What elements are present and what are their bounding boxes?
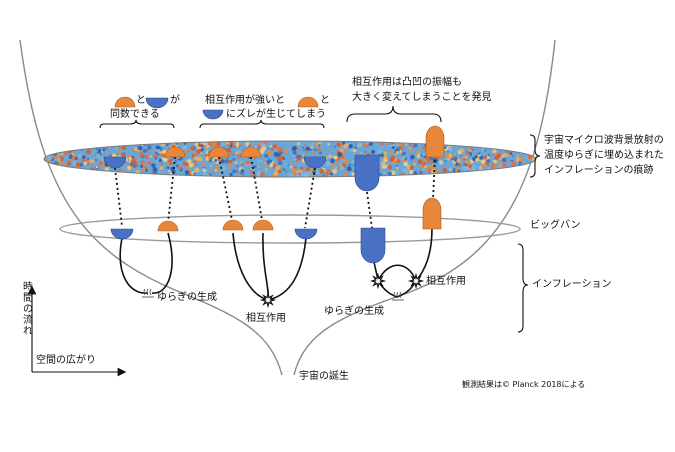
universe-outline-left <box>19 39 283 376</box>
strong-brace <box>199 119 325 129</box>
fluctuation-icon-right <box>392 291 404 301</box>
orange-bump-cmb-3 <box>240 146 262 158</box>
orange-bump-bb-3 <box>252 219 274 231</box>
legend-blue-dip-1 <box>145 97 169 109</box>
blue-dip-bb-2 <box>294 228 318 240</box>
birth-label: 宇宙の誕生 <box>299 371 349 382</box>
blue-dip-cmb-2 <box>303 156 327 169</box>
orange-bump-bb-1 <box>157 220 179 232</box>
pair-equal-end-label: が <box>170 95 180 106</box>
space-axis-label: 空間の広がり <box>36 355 96 366</box>
credit-label: 観測結果は© Planck 2018による <box>462 380 586 389</box>
blue-dip-bb-1 <box>110 228 134 240</box>
fluctuation-icon-left <box>142 288 154 298</box>
interaction-star-right-a <box>369 272 387 290</box>
orange-bump-bb-2 <box>222 219 244 231</box>
interaction-label-mid: 相互作用 <box>246 313 286 324</box>
blue-dip-cmb-1 <box>103 156 127 169</box>
orange-bump-cmb-1 <box>164 146 186 158</box>
pair-equal-line2: 同数できる <box>110 109 160 120</box>
blue-dip-cmb-big <box>354 154 380 192</box>
interaction-label-right: 相互作用 <box>426 276 466 287</box>
big-bang-ellipse <box>59 214 521 244</box>
fluctuation-label-right: ゆらぎの生成 <box>324 306 384 317</box>
pair-equal-mid-label: と <box>136 95 146 106</box>
legend-orange-bump-1 <box>114 96 136 108</box>
interaction-star-right-b <box>407 272 425 290</box>
inflation-label: インフレーション <box>532 279 612 290</box>
orange-bump-cmb-big <box>425 125 445 158</box>
cmb-top-brace <box>346 105 442 123</box>
fluctuation-label-left: ゆらぎの生成 <box>157 292 217 303</box>
cmb-side-brace <box>529 134 541 178</box>
orange-bump-bb-big <box>422 197 442 230</box>
discovery-line1: 相互作用は凸凹の振幅も <box>352 77 462 88</box>
cmb-label-line2: 温度ゆらぎに埋め込まれた <box>544 150 664 161</box>
discovery-line2: 大きく変えてしまうことを発見 <box>352 92 492 103</box>
interaction-star-mid <box>259 291 277 309</box>
dotted-connectors <box>114 154 436 229</box>
cmb-label-line1: 宇宙マイクロ波背景放射の <box>544 135 664 146</box>
big-bang-label: ビッグバン <box>530 220 581 231</box>
strong-line2: にズレが生じてしまう <box>226 109 326 120</box>
cmb-label-line3: インフレーションの痕跡 <box>544 165 654 176</box>
universe-outline-right <box>293 39 556 376</box>
inflation-brace <box>517 243 529 333</box>
pair-equal-brace <box>99 119 175 129</box>
strong-line1-a: 相互作用が強いと <box>205 95 285 106</box>
legend-orange-bump-2 <box>297 96 319 108</box>
time-axis-label: 時間の流れ <box>23 282 33 337</box>
legend-blue-dip-2 <box>202 109 224 120</box>
orange-bump-cmb-2 <box>208 146 230 158</box>
blue-dip-bb-big <box>360 227 386 264</box>
strong-line1-b: と <box>320 95 330 106</box>
